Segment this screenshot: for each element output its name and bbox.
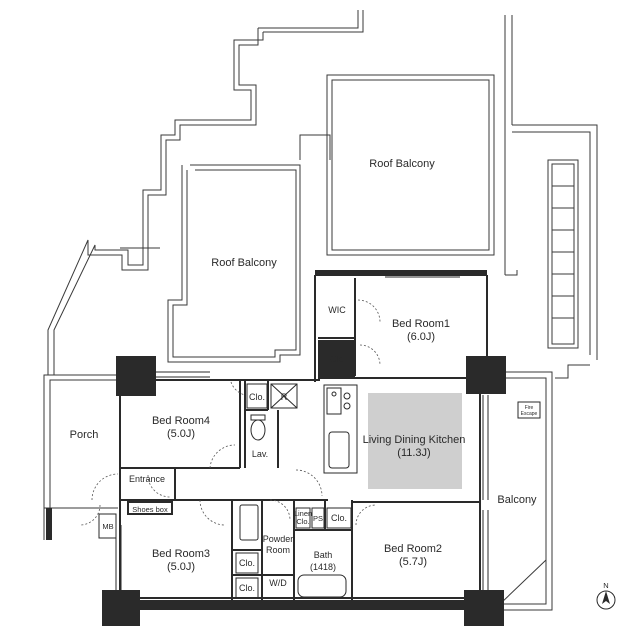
ldk-name: Living Dining Kitchen [363,434,466,446]
bedroom1-name: Bed Room1 [392,318,450,330]
refrigerator-space [270,383,298,409]
fire-escape-ladder [547,159,590,379]
bedroom2-name: Bed Room2 [384,543,442,555]
bedroom4-name: Bed Room4 [152,415,210,427]
bath-size: (1418) [310,562,336,572]
linen-closet-line2: Clo. [296,517,309,526]
bedroom4-size: (5.0J) [167,428,195,440]
bathtub [297,574,347,598]
roof-balcony-lower-area [167,164,301,363]
wd-label: W/D [269,578,287,588]
roof-balcony-upper-area [326,74,495,256]
wic-label: WIC [328,305,346,315]
ldk-size: (11.3J) [397,447,430,459]
ps-label: PS [313,514,323,523]
ldk-floor-shade [368,393,462,489]
compass: N [596,581,616,610]
lav-label: Lav. [252,449,268,459]
fixtures [98,383,541,599]
shoes-box-label: Shoes box [132,505,168,514]
compass-label: N [603,581,608,590]
columns [46,270,506,626]
porch-outline [43,374,118,540]
balcony-outline [488,371,553,611]
roof-outline [47,10,598,375]
porch-label: Porch [70,429,99,441]
fire-escape-hatch [517,401,541,419]
closet-label-5: Clo. [331,513,347,523]
kitchen-counter [323,384,358,474]
closet-label-1: Clo. [330,354,346,364]
balcony-label: Balcony [497,494,537,506]
roof-balcony-upper-label: Roof Balcony [369,158,435,170]
north-arrow-icon [602,591,610,604]
kitchen-sink [328,431,350,469]
bedroom2-size: (5.7J) [399,556,427,568]
bedroom1-size: (6.0J) [407,331,435,343]
closet-label-3: Clo. [239,558,255,568]
bath-name: Bath [314,550,333,560]
fire-escape-line1: Fire [525,405,534,411]
bedroom3-name: Bed Room3 [152,548,210,560]
fire-escape-line2: Escape [521,411,538,417]
linen-closet-line1: Linen [294,509,312,518]
refrigerator-label: R [281,392,288,402]
powder-room-toilet [239,504,259,541]
mb-box [98,513,117,539]
bedroom3-size: (5.0J) [167,561,195,573]
door-swings [79,299,381,526]
powder-room-label-line1: Powder [263,534,294,544]
closet-label-2: Clo. [249,392,265,402]
powder-room-label-line2: Room [266,545,290,555]
closet-label-4: Clo. [239,583,255,593]
entrance-label: Entrance [129,474,165,484]
toilet [250,419,266,441]
mb-label: MB [102,522,113,531]
roof-balcony-lower-label: Roof Balcony [211,257,277,269]
